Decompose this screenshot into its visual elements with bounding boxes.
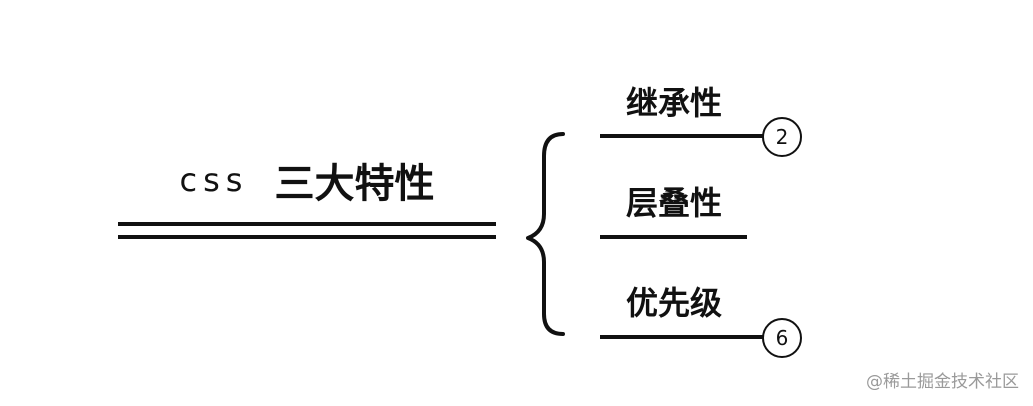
branch-badge-inheritance: 2 (762, 117, 802, 157)
branch-line-specificity (600, 335, 766, 339)
root-underline-bottom (118, 235, 496, 239)
branch-label-specificity: 优先级 (625, 284, 722, 322)
branch-line-inheritance (600, 134, 766, 138)
branch-line-cascade (600, 235, 747, 239)
watermark-text: @稀土掘金技术社区 (866, 372, 1019, 392)
root-topic: css 三大特性 (118, 150, 496, 210)
root-underline-top (118, 222, 496, 226)
curly-brace-connector (526, 132, 565, 336)
branch-label-inheritance: 继承性 (625, 84, 722, 122)
branch-label-cascade: 层叠性 (625, 184, 722, 222)
root-topic-prefix: css (179, 161, 249, 199)
root-topic-title: 三大特性 (274, 161, 435, 207)
branch-badge-specificity: 6 (762, 318, 802, 358)
